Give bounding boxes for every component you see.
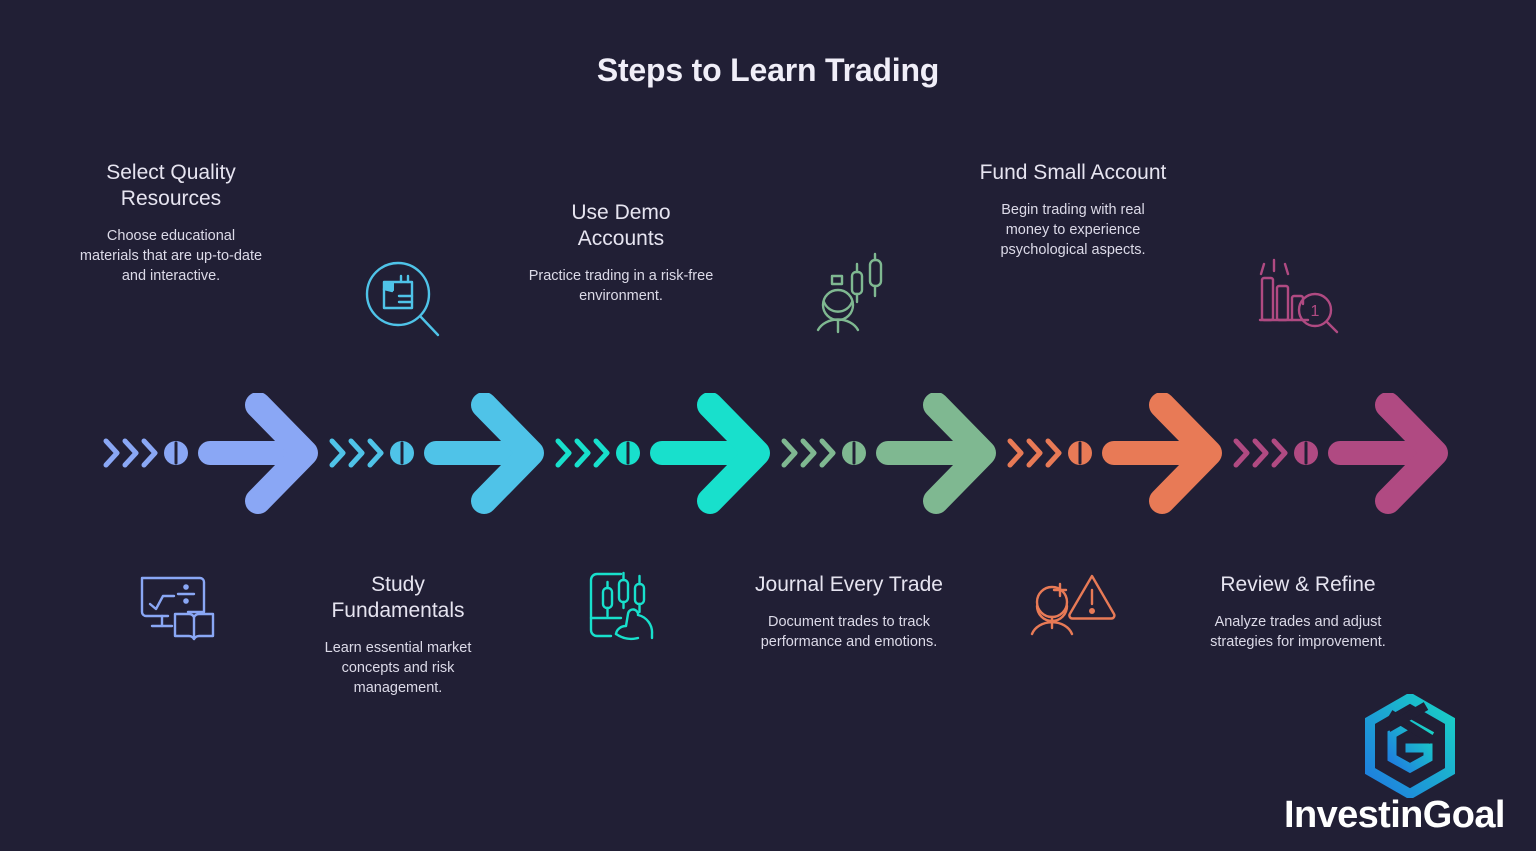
whiteboard-book-icon	[128, 562, 220, 655]
mobile-chart-hand-icon	[583, 562, 673, 655]
arrow-step-1	[98, 392, 326, 518]
investingoal-logo-mark	[1362, 692, 1458, 803]
arrow-step-4	[776, 392, 1004, 518]
bar-chart-magnifier-icon: 1	[1252, 256, 1344, 349]
trader-candlestick-icon	[806, 250, 896, 347]
step-6-text-block: Review & Refine Analyze trades and adjus…	[1200, 572, 1396, 652]
step-2-heading: Study Fundamentals	[331, 573, 465, 622]
step-5-text-block: Fund Small Account Begin trading with re…	[978, 160, 1168, 260]
arrow-sequence	[0, 392, 1536, 518]
arrow-step-2	[324, 392, 552, 518]
trader-warning-icon	[1028, 562, 1123, 655]
investingoal-wordmark: InvestinGoal	[1284, 794, 1505, 836]
arrow-step-3	[550, 392, 778, 518]
arrow-step-6	[1228, 392, 1456, 518]
step-3-heading: Use Demo Accounts	[571, 201, 671, 250]
step-5-body: Begin trading with real money to experie…	[1000, 202, 1146, 258]
step-2-text-block: Study Fundamentals Learn essential marke…	[303, 572, 493, 698]
step-6-heading: Review & Refine	[1220, 573, 1376, 596]
step-6-body: Analyze trades and adjust strategies for…	[1210, 614, 1386, 650]
document-magnifier-icon	[358, 256, 446, 349]
step-1-body: Choose educational materials that are up…	[79, 228, 263, 284]
step-3-body: Practice trading in a risk-free environm…	[528, 268, 714, 304]
arrow-step-5	[1002, 392, 1230, 518]
step-1-heading: Select Quality Resources	[106, 161, 236, 210]
step-2-body: Learn essential market concepts and risk…	[324, 640, 472, 696]
step-3-text-block: Use Demo Accounts Practice trading in a …	[528, 200, 714, 306]
page-title: Steps to Learn Trading	[596, 52, 940, 88]
step-4-body: Document trades to track performance and…	[760, 614, 938, 650]
step-4-heading: Journal Every Trade	[755, 573, 943, 596]
svg-text:1: 1	[1311, 303, 1320, 320]
step-1-text-block: Select Quality Resources Choose educatio…	[78, 160, 264, 286]
step-5-heading: Fund Small Account	[979, 161, 1167, 184]
step-4-text-block: Journal Every Trade Document trades to t…	[752, 572, 946, 652]
